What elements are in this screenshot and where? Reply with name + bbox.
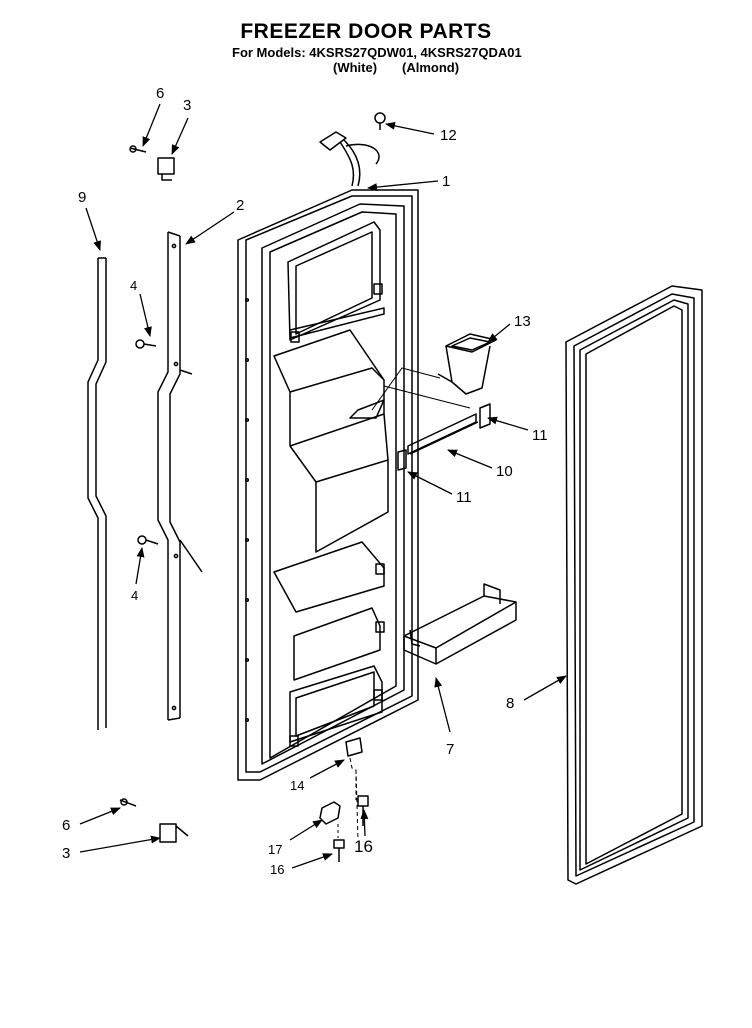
page-title: FREEZER DOOR PARTS (240, 20, 492, 43)
callout-1: 1 (442, 173, 450, 190)
part-2-handle-trim (157, 231, 203, 721)
callout-17: 17 (268, 842, 282, 857)
callout-16-large: 16 (354, 837, 373, 856)
callout-11-top: 11 (532, 427, 548, 444)
part-1-door-panel (237, 189, 419, 781)
callout-4-bottom: 4 (131, 588, 138, 603)
callout-11-bottom: 11 (456, 489, 472, 506)
callout-12: 12 (440, 127, 457, 144)
callout-3-top: 3 (183, 97, 191, 114)
part-7-door-bin (403, 583, 517, 665)
part-13-ice-chute (371, 333, 497, 411)
part-14-16-17-hinge (319, 737, 369, 862)
callout-14: 14 (290, 778, 304, 793)
callout-13: 13 (514, 313, 531, 330)
callout-6-bottom: 6 (62, 817, 70, 834)
part-10-trim-and-11-clips (397, 403, 491, 471)
callout-6-top: 6 (156, 85, 164, 102)
callout-9: 9 (78, 189, 86, 206)
callout-10: 10 (496, 463, 513, 480)
models-line: For Models: 4KSRS27QDW01, 4KSRS27QDA01 (232, 45, 522, 60)
part-12-harness (319, 112, 386, 187)
part-8-gasket-frame (565, 285, 703, 885)
color-white-label: (White) (333, 60, 378, 75)
part-3-4-6-fasteners (119, 145, 189, 843)
callout-3-bottom: 3 (62, 845, 70, 862)
callout-8: 8 (506, 695, 514, 712)
callout-2: 2 (236, 197, 244, 214)
leader-lines (79, 103, 567, 869)
color-almond-label: (Almond) (402, 60, 460, 75)
callout-4-top: 4 (130, 278, 137, 293)
callout-7: 7 (446, 741, 454, 758)
part-9-strip (87, 257, 107, 730)
callout-16-small: 16 (270, 862, 284, 877)
